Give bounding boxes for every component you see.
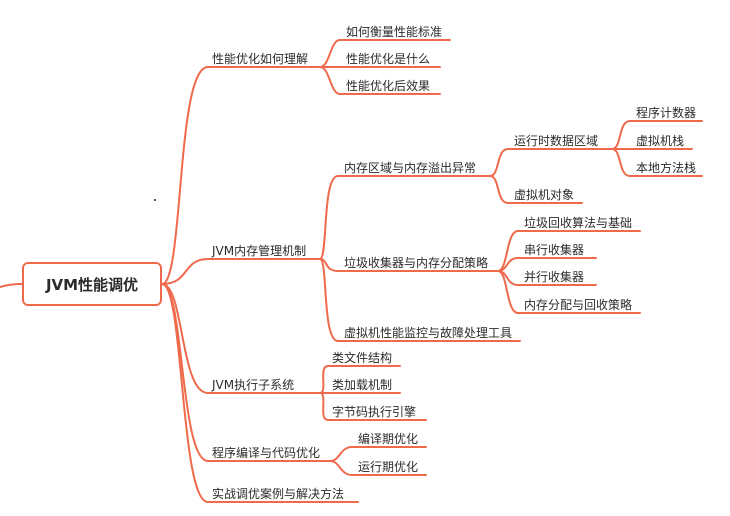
edge-b1-c0	[319, 175, 339, 260]
node-native-method-stack[interactable]: 本地方法栈	[636, 161, 697, 175]
node-performance-understanding[interactable]: 性能优化如何理解	[212, 52, 309, 66]
stray-dot	[154, 199, 156, 201]
edge-b1-c0-g0	[489, 148, 509, 177]
node-jvm-memory[interactable]: JVM内存管理机制	[212, 244, 307, 258]
edge-b1-c0-g1	[489, 175, 509, 204]
edge-root-b1	[161, 258, 209, 285]
edge-b3-c1	[329, 460, 353, 476]
node-program-counter[interactable]: 程序计数器	[636, 106, 697, 120]
node-tuning-cases[interactable]: 实战调优案例与解决方法	[212, 487, 345, 501]
node-class-file-structure[interactable]: 类文件结构	[332, 351, 393, 365]
node-class-loading[interactable]: 类加载机制	[332, 378, 393, 392]
edge-b1-c2	[319, 258, 339, 342]
edge-b2-c2	[319, 392, 329, 421]
node-optimization-effect[interactable]: 性能优化后效果	[346, 79, 431, 93]
edge-root-b4	[161, 283, 209, 503]
node-allocation-strategy[interactable]: 内存分配与回收策略	[524, 298, 633, 312]
node-what-is-optimization[interactable]: 性能优化是什么	[346, 52, 431, 66]
node-vm-objects[interactable]: 虚拟机对象	[514, 188, 575, 202]
node-gc-strategy[interactable]: 垃圾收集器与内存分配策略	[344, 256, 489, 270]
node-jvm-execution[interactable]: JVM执行子系统	[212, 378, 295, 392]
edge-b0-c0	[319, 39, 341, 68]
node-compile-optimize[interactable]: 程序编译与代码优化	[212, 446, 321, 460]
node-parallel-collector[interactable]: 并行收集器	[524, 270, 585, 284]
edge-b1-c0-g0-h0	[611, 120, 631, 150]
node-serial-collector[interactable]: 串行收集器	[524, 243, 585, 257]
edge-b0-c2	[319, 66, 341, 95]
node-measure-standard[interactable]: 如何衡量性能标准	[346, 25, 443, 39]
edge-b3-c0	[329, 446, 353, 462]
root-left-stub	[0, 283, 23, 288]
node-compile-time-opt[interactable]: 编译期优化	[358, 432, 419, 446]
edge-b2-c0	[319, 365, 329, 394]
node-gc-algorithms[interactable]: 垃圾回收算法与基础	[524, 216, 633, 230]
edge-root-b0	[161, 66, 209, 285]
node-bytecode-engine[interactable]: 字节码执行引擎	[332, 405, 417, 419]
node-runtime-opt[interactable]: 运行期优化	[358, 460, 419, 474]
node-memory-area[interactable]: 内存区域与内存溢出异常	[344, 161, 477, 175]
root-label: JVM性能调优	[45, 275, 139, 294]
edge-b1-c0-g0-h2	[611, 148, 631, 177]
root-node[interactable]: JVM性能调优	[22, 262, 162, 306]
node-runtime-data-area[interactable]: 运行时数据区域	[514, 134, 599, 148]
edge-b1-c1-g3	[497, 270, 519, 314]
edge-root-b3	[161, 283, 209, 462]
edge-root-b2	[161, 283, 209, 394]
node-monitor-tools[interactable]: 虚拟机性能监控与故障处理工具	[344, 326, 513, 340]
node-vm-stack[interactable]: 虚拟机栈	[636, 134, 685, 148]
